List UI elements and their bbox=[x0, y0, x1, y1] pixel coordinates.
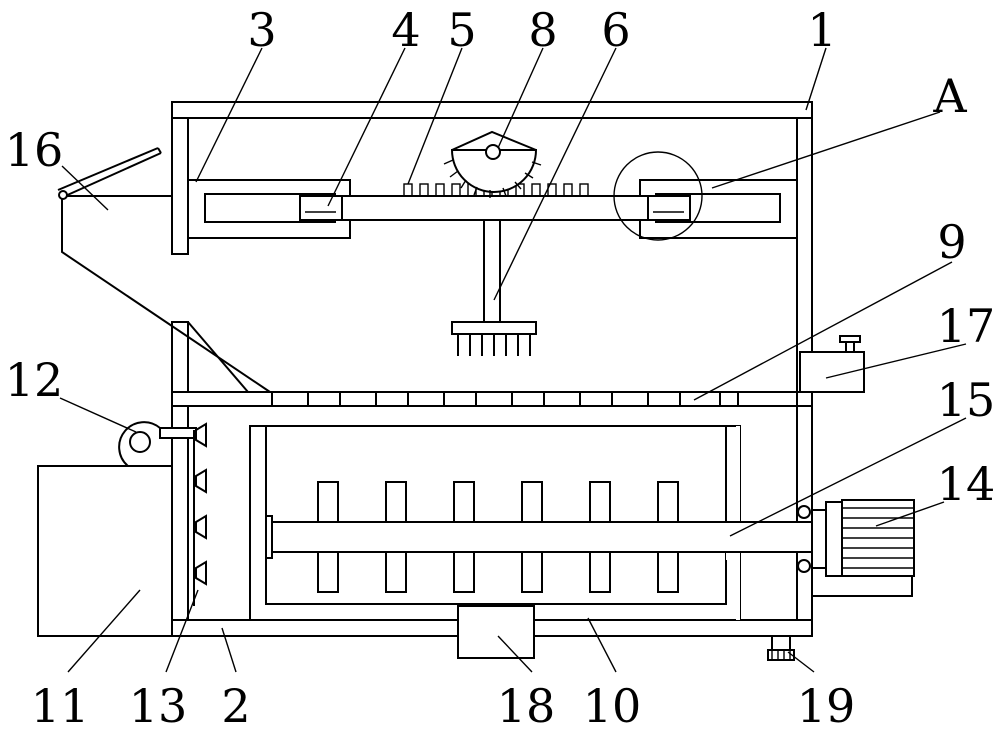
detail-circle-a bbox=[613, 151, 703, 241]
stirring-shaft bbox=[265, 481, 813, 593]
discharge-outlet bbox=[457, 605, 535, 659]
label-3: 3 bbox=[247, 3, 276, 57]
label-14: 14 bbox=[937, 457, 996, 511]
fan bbox=[118, 421, 197, 467]
label-6: 6 bbox=[601, 3, 630, 57]
label-5: 5 bbox=[447, 3, 476, 57]
label-10: 10 bbox=[583, 679, 642, 733]
label-2: 2 bbox=[221, 679, 250, 733]
label-15: 15 bbox=[937, 373, 996, 427]
sliding-rack bbox=[299, 183, 691, 221]
label-1: 1 bbox=[807, 3, 836, 57]
label-9: 9 bbox=[937, 215, 966, 269]
label-11: 11 bbox=[31, 679, 90, 733]
screen-plate bbox=[171, 391, 813, 407]
leader-lines bbox=[59, 47, 967, 673]
callout-labels: 1 3 4 5 8 6 A 16 9 17 12 15 14 11 13 2 1… bbox=[5, 3, 996, 733]
dust-box bbox=[37, 465, 173, 637]
air-nozzles bbox=[193, 422, 207, 606]
drain-valve bbox=[767, 635, 795, 661]
motor bbox=[811, 499, 915, 597]
sector-gear bbox=[443, 130, 542, 198]
access-door bbox=[799, 335, 865, 393]
label-17: 17 bbox=[937, 299, 996, 353]
label-8: 8 bbox=[528, 3, 557, 57]
feed-hopper bbox=[57, 147, 271, 393]
label-18: 18 bbox=[497, 679, 556, 733]
label-19: 19 bbox=[797, 679, 856, 733]
label-4: 4 bbox=[391, 3, 420, 57]
label-13: 13 bbox=[129, 679, 188, 733]
label-16: 16 bbox=[5, 123, 64, 177]
label-a: A bbox=[932, 69, 967, 123]
label-12: 12 bbox=[5, 353, 64, 407]
